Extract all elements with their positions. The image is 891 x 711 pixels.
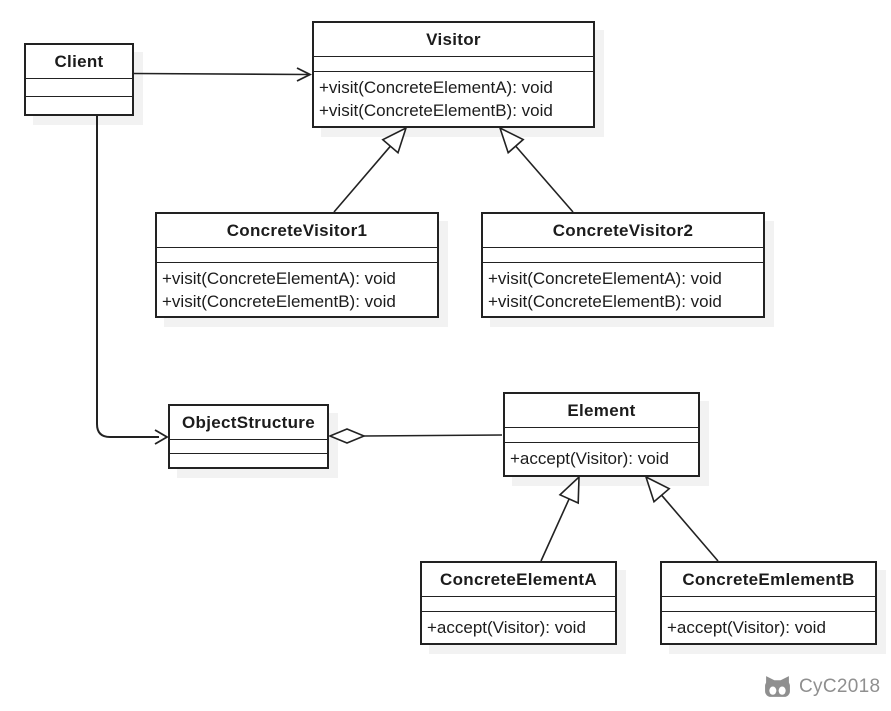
attributes-compartment [314,57,593,72]
class-name-visitor: Visitor [314,23,593,57]
method: +visit(ConcreteElementB): void [162,292,396,311]
methods-compartment [26,97,132,114]
class-name-object-structure: ObjectStructure [170,406,327,440]
generalization-concreteelementb-element [644,475,719,562]
generalization-concretevisitor1-visitor [333,126,408,213]
class-box-object-structure: ObjectStructure [168,404,329,469]
attributes-compartment [157,248,437,263]
class-box-concrete-visitor-1: ConcreteVisitor1 +visit(ConcreteElementA… [155,212,439,318]
methods-compartment: +visit(ConcreteElementA): void +visit(Co… [314,72,593,126]
method: +visit(ConcreteElementB): void [488,292,722,311]
method: +visit(ConcreteElementA): void [319,78,553,97]
generalization-concreteelementa-element [540,475,580,562]
method: +visit(ConcreteElementA): void [162,269,396,288]
class-name-concrete-visitor-2: ConcreteVisitor2 [483,214,763,248]
association-client-visitor [133,67,313,82]
method: +accept(Visitor): void [427,618,586,637]
watermark-label: CyC2018 [799,675,881,697]
attributes-compartment [483,248,763,263]
class-name-concrete-element-a: ConcreteElementA [422,563,615,597]
methods-compartment [170,454,327,467]
attributes-compartment [26,79,132,97]
attributes-compartment [422,597,615,612]
class-box-visitor: Visitor +visit(ConcreteElementA): void +… [312,21,595,128]
methods-compartment: +accept(Visitor): void [422,612,615,643]
class-name-client: Client [26,45,132,79]
github-cat-icon [765,676,790,697]
class-box-element: Element +accept(Visitor): void [503,392,700,477]
methods-compartment: +accept(Visitor): void [662,612,875,643]
generalization-concretevisitor2-visitor [498,126,574,213]
class-name-concrete-visitor-1: ConcreteVisitor1 [157,214,437,248]
method: +accept(Visitor): void [667,618,826,637]
methods-compartment: +accept(Visitor): void [505,443,698,475]
aggregation-objectstructure-element [327,428,503,444]
class-box-concrete-visitor-2: ConcreteVisitor2 +visit(ConcreteElementA… [481,212,765,318]
class-name-element: Element [505,394,698,428]
method: +visit(ConcreteElementA): void [488,269,722,288]
attributes-compartment [170,440,327,454]
methods-compartment: +visit(ConcreteElementA): void +visit(Co… [157,263,437,316]
class-box-client: Client [24,43,134,116]
attributes-compartment [662,597,875,612]
methods-compartment: +visit(ConcreteElementA): void +visit(Co… [483,263,763,316]
class-name-concrete-element-b: ConcreteEmlementB [662,563,875,597]
attributes-compartment [505,428,698,443]
class-box-concrete-element-a: ConcreteElementA +accept(Visitor): void [420,561,617,645]
method: +accept(Visitor): void [510,449,669,468]
watermark: CyC2018 [763,674,880,699]
class-box-concrete-element-b: ConcreteEmlementB +accept(Visitor): void [660,561,877,645]
method: +visit(ConcreteElementB): void [319,101,553,120]
